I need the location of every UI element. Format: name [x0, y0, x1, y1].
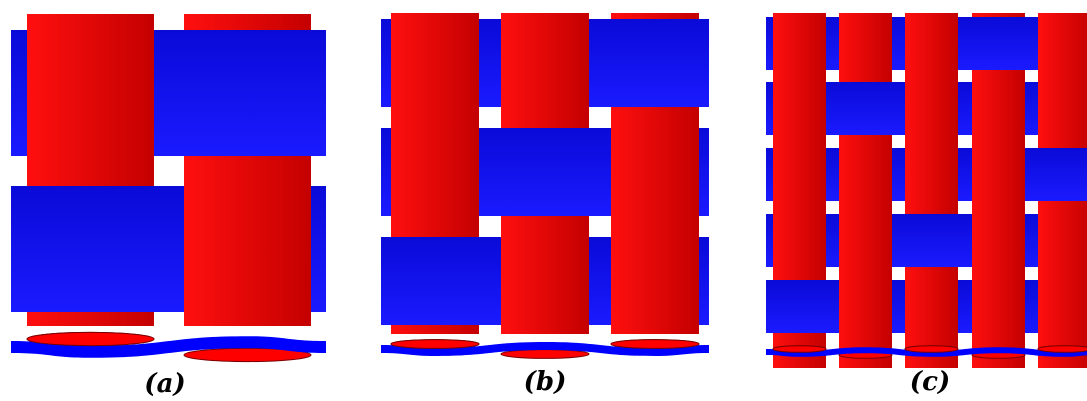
warp-float: [905, 278, 958, 335]
weft-cross-section: [381, 342, 709, 356]
warp-float: [839, 212, 892, 269]
warp-float: [611, 126, 699, 218]
warp-cross-section: [183, 347, 312, 363]
warp-float: [839, 15, 892, 72]
panel-b: [381, 13, 709, 359]
warp-cross-section-top: [610, 339, 700, 349]
warp-float: [391, 126, 479, 218]
warp-float: [905, 80, 958, 137]
warp-float: [773, 80, 826, 137]
warp-float: [972, 146, 1025, 203]
warp-float: [1038, 15, 1087, 72]
panel-a: [11, 14, 326, 363]
warp-cross-section-top: [772, 345, 827, 353]
warp-float: [27, 28, 154, 158]
warp-float: [905, 146, 958, 203]
warp-float: [501, 17, 589, 109]
warp-cross-section-top: [26, 331, 155, 347]
warp-float: [905, 15, 958, 72]
warp-float: [611, 235, 699, 327]
warp-float: [1038, 278, 1087, 335]
warp-float: [1038, 212, 1087, 269]
caption-c: (c): [910, 367, 950, 397]
caption-a: (a): [144, 369, 185, 399]
warp-cross-section-top: [390, 339, 480, 349]
warp-float: [391, 17, 479, 109]
panel-c: [766, 13, 1087, 368]
warp-float: [1038, 80, 1087, 137]
warp-float: [773, 15, 826, 72]
warp-float: [972, 278, 1025, 335]
warp-float: [773, 146, 826, 203]
warp-cross-section-top: [904, 345, 959, 353]
warp-cross-section: [500, 349, 590, 359]
caption-b: (b): [524, 367, 567, 397]
warp-float: [972, 80, 1025, 137]
warp-float: [839, 146, 892, 203]
warp-cross-section-top: [1037, 345, 1087, 353]
warp-float: [501, 235, 589, 327]
warp-float: [972, 212, 1025, 269]
warp-float: [184, 184, 311, 314]
weft-cross-section: [11, 336, 326, 358]
warp-float: [773, 212, 826, 269]
warp-float: [839, 278, 892, 335]
